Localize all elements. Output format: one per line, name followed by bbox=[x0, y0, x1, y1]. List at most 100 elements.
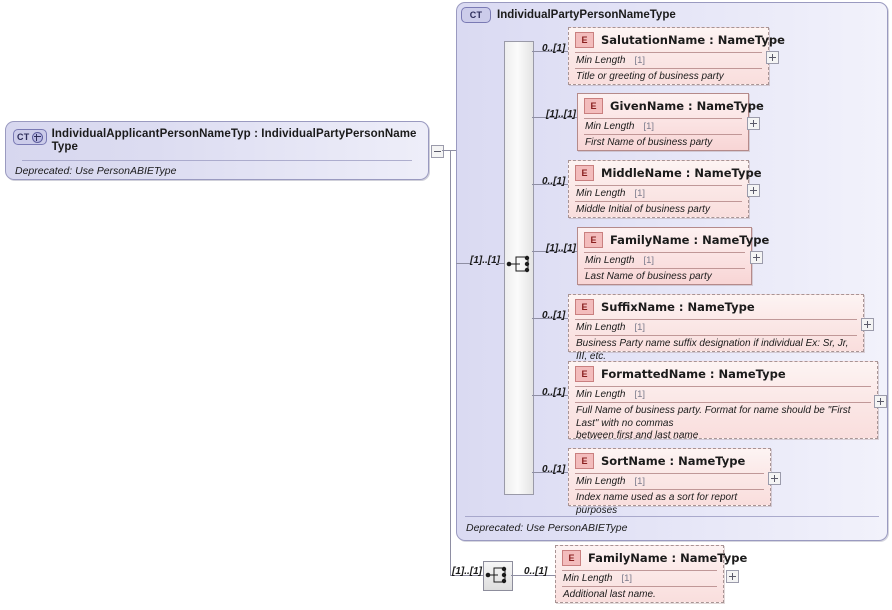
element-separator bbox=[575, 473, 764, 474]
complextype-plus-icon[interactable]: CT bbox=[13, 129, 47, 145]
expand-toggle-suffixname[interactable] bbox=[861, 318, 874, 331]
root-collapse-toggle[interactable] bbox=[431, 145, 444, 158]
connector-child-3 bbox=[532, 251, 577, 252]
element-separator-2 bbox=[575, 201, 742, 202]
element-box-suffixname[interactable]: E SuffixName : NameType Min Length [1] B… bbox=[568, 294, 864, 362]
element-icon: E bbox=[584, 98, 603, 114]
element-separator-2 bbox=[584, 134, 742, 135]
sequence-bar bbox=[504, 41, 534, 495]
expand-toggle-middlename[interactable] bbox=[747, 184, 760, 197]
facet-label: Min Length bbox=[576, 389, 626, 400]
element-box-middlename[interactable]: E MiddleName : NameType Min Length [1] M… bbox=[568, 160, 762, 218]
cardinality-child-1: [1]..[1] bbox=[546, 109, 576, 120]
element-name: SalutationName : NameType bbox=[601, 33, 785, 47]
root-complextype-box[interactable]: CT IndividualApplicantPersonNameTyp : In… bbox=[5, 121, 429, 180]
element-icon: E bbox=[575, 453, 594, 469]
cardinality-child-3: [1]..[1] bbox=[546, 243, 576, 254]
element-facet: Min Length [1] bbox=[578, 253, 751, 268]
element-icon: E bbox=[562, 550, 581, 566]
facet-label: Min Length bbox=[585, 255, 635, 266]
element-box-salutationname[interactable]: E SalutationName : NameType Min Length [… bbox=[568, 27, 785, 85]
element-icon: E bbox=[575, 366, 594, 382]
element-box-givenname[interactable]: E GivenName : NameType Min Length [1] Fi… bbox=[577, 93, 764, 151]
facet-label: Min Length bbox=[576, 476, 626, 487]
connector-extension-out bbox=[511, 575, 555, 576]
root-complextype-header: CT IndividualApplicantPersonNameTyp : In… bbox=[6, 122, 428, 159]
connector-child-2 bbox=[532, 184, 568, 185]
element-header: E FamilyName : NameType bbox=[556, 546, 747, 570]
connector-child-0 bbox=[532, 51, 568, 52]
expand-toggle-salutationname[interactable] bbox=[766, 51, 779, 64]
element-name: SuffixName : NameType bbox=[601, 300, 755, 314]
element-box-familyname[interactable]: E FamilyName : NameType Min Length [1] L… bbox=[577, 227, 769, 285]
element-separator bbox=[584, 252, 745, 253]
element-header: E MiddleName : NameType bbox=[569, 161, 762, 185]
element-documentation: Last Name of business party bbox=[585, 271, 712, 282]
element-header: E SortName : NameType bbox=[569, 449, 770, 473]
facet-value: [1] bbox=[634, 322, 646, 333]
element-documentation: Index name used as a sort for report pur… bbox=[576, 492, 738, 516]
element-documentation: Additional last name. bbox=[563, 589, 656, 600]
element-icon: E bbox=[575, 32, 594, 48]
element-name: SortName : NameType bbox=[601, 454, 746, 468]
element-separator-2 bbox=[575, 489, 764, 490]
badge-ct-container-label: CT bbox=[469, 10, 483, 20]
cardinality-child-2: 0..[1] bbox=[542, 176, 566, 187]
element-separator bbox=[562, 570, 717, 571]
element-separator bbox=[575, 319, 857, 320]
element-separator-2 bbox=[584, 268, 745, 269]
container-title: IndividualPartyPersonNameType bbox=[497, 8, 676, 21]
element-header: E FamilyName : NameType bbox=[578, 228, 769, 252]
cardinality-child-0: 0..[1] bbox=[542, 43, 566, 54]
element-documentation: Middle Initial of business party bbox=[576, 204, 710, 215]
expand-toggle-givenname[interactable] bbox=[747, 117, 760, 130]
element-documentation: Business Party name suffix designation i… bbox=[576, 338, 849, 362]
cardinality-child-4: 0..[1] bbox=[542, 310, 566, 321]
expand-toggle-extension-familyname[interactable] bbox=[726, 570, 739, 583]
element-facet: Min Length [1] bbox=[569, 53, 768, 68]
root-separator bbox=[22, 160, 412, 161]
extension-sequence-cardinality: [1]..[1] bbox=[452, 566, 482, 577]
expand-toggle-sortname[interactable] bbox=[768, 472, 781, 485]
element-name: FamilyName : NameType bbox=[588, 551, 748, 565]
connector-seq-in bbox=[496, 263, 505, 264]
root-complextype-title: IndividualApplicantPersonNameTyp : Indiv… bbox=[51, 128, 417, 153]
badge-ct-label: CT bbox=[17, 132, 30, 142]
element-box-sortname[interactable]: E SortName : NameType Min Length [1] Ind… bbox=[568, 448, 771, 516]
facet-label: Min Length bbox=[585, 121, 635, 132]
element-documentation: Full Name of business party. Format for … bbox=[576, 405, 851, 441]
cardinality-extension-element: 0..[1] bbox=[524, 566, 548, 577]
element-separator bbox=[575, 185, 742, 186]
facet-label: Min Length bbox=[563, 573, 613, 584]
connector-root-to-container bbox=[442, 150, 456, 151]
element-box-extension-familyname[interactable]: E FamilyName : NameType Min Length [1] A… bbox=[555, 545, 747, 603]
facet-value: [1] bbox=[621, 573, 633, 584]
container-title-group: CT IndividualPartyPersonNameType bbox=[461, 6, 676, 23]
facet-label: Min Length bbox=[576, 322, 626, 333]
element-name: FormattedName : NameType bbox=[601, 367, 786, 381]
element-box-formattedname[interactable]: E FormattedName : NameType Min Length [1… bbox=[568, 361, 878, 441]
element-header: E FormattedName : NameType bbox=[569, 362, 877, 386]
expand-toggle-formattedname[interactable] bbox=[874, 395, 887, 408]
facet-value: [1] bbox=[643, 255, 655, 266]
container-annotation: Deprecated: Use PersonABIEType bbox=[466, 522, 628, 534]
connector-root-vertical bbox=[450, 150, 451, 575]
expand-toggle-familyname[interactable] bbox=[750, 251, 763, 264]
sequence-icon bbox=[485, 566, 507, 584]
element-separator bbox=[575, 386, 871, 387]
facet-value: [1] bbox=[634, 188, 646, 199]
element-facet: Min Length [1] bbox=[569, 474, 770, 489]
connector-child-5 bbox=[532, 395, 568, 396]
complextype-icon[interactable]: CT bbox=[461, 7, 491, 23]
connector-container-to-seq bbox=[456, 263, 470, 264]
extension-sequence-icon-frame[interactable] bbox=[483, 561, 513, 591]
connector-child-4 bbox=[532, 318, 568, 319]
element-documentation: Title or greeting of business party bbox=[576, 71, 724, 82]
connector-child-6 bbox=[532, 472, 568, 473]
element-separator bbox=[584, 118, 742, 119]
sequence-icon[interactable] bbox=[506, 253, 532, 275]
element-facet: Min Length [1] bbox=[556, 571, 723, 586]
connector-child-1 bbox=[532, 117, 577, 118]
facet-label: Min Length bbox=[576, 55, 626, 66]
